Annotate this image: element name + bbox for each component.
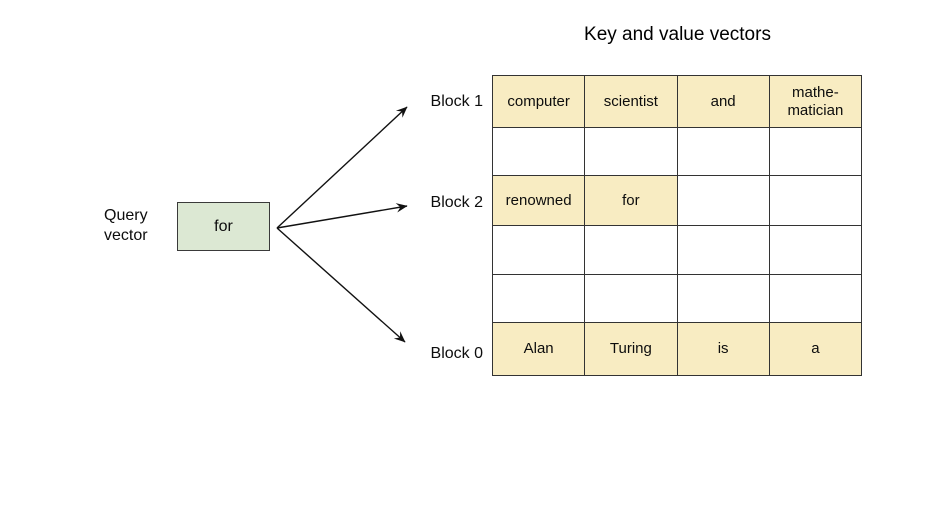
block-2-label: Block 2	[430, 194, 483, 211]
table-cell: mathe- matician	[769, 76, 861, 128]
arrow-to-block-0	[276, 227, 406, 343]
table-cell	[769, 128, 861, 176]
arrow-to-block-2	[276, 203, 408, 229]
table-cell	[769, 275, 861, 323]
table-title: Key and value vectors	[584, 24, 771, 45]
table-cell	[677, 176, 770, 226]
arrow-to-block-1	[276, 106, 408, 229]
table-cell: and	[677, 76, 770, 128]
table-cell	[677, 226, 770, 275]
table-cell: renowned	[493, 176, 586, 226]
table-cell: scientist	[585, 76, 678, 128]
table-cell	[585, 128, 678, 176]
table-cell: Turing	[585, 323, 678, 375]
table-cell	[769, 226, 861, 275]
block-1-label: Block 1	[430, 93, 483, 110]
table-cell	[585, 226, 678, 275]
table-cell: is	[677, 323, 770, 375]
table-cell	[677, 128, 770, 176]
table-row	[493, 226, 861, 275]
table-cell	[493, 275, 586, 323]
table-row	[493, 128, 861, 176]
table-cell: for	[585, 176, 678, 226]
table-cell: a	[769, 323, 861, 375]
query-vector-box: for	[177, 202, 270, 251]
block-0-label: Block 0	[430, 345, 483, 362]
table-cell	[585, 275, 678, 323]
table-row	[493, 275, 861, 323]
query-vector-value: for	[214, 217, 233, 235]
table-cell	[677, 275, 770, 323]
table-cell	[493, 128, 586, 176]
table-cell	[493, 226, 586, 275]
query-vector-label: Query vector	[104, 207, 148, 244]
table-cell	[769, 176, 861, 226]
table-cell: Alan	[493, 323, 586, 375]
table-cell: computer	[493, 76, 586, 128]
